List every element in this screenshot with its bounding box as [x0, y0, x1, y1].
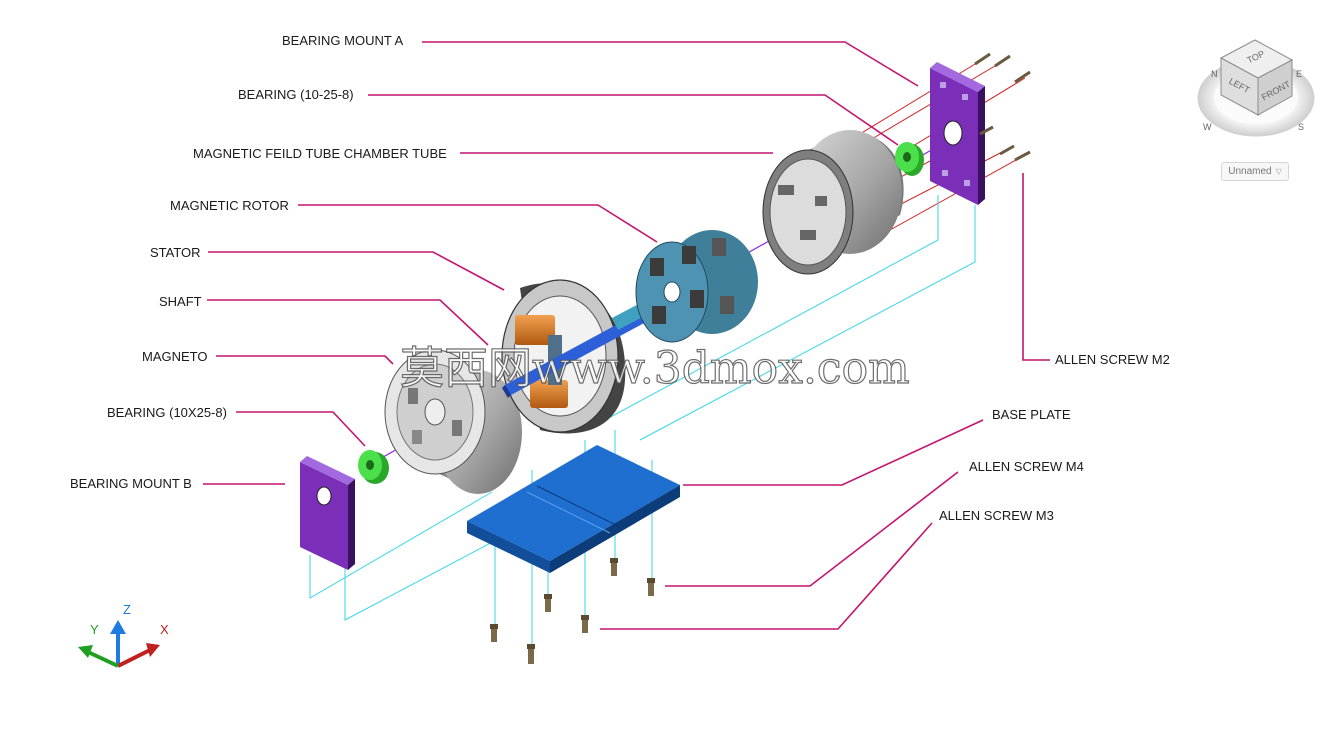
chevron-down-icon: ▽: [1275, 167, 1282, 176]
part-labels: BEARING MOUNT A BEARING (10-25-8) MAGNET…: [70, 33, 1170, 523]
viewcube[interactable]: TOP LEFT FRONT N E S W: [1197, 39, 1315, 137]
ucs-x-label: X: [160, 622, 169, 637]
viewcube-front-face[interactable]: [1257, 59, 1293, 116]
magnetic-rotor[interactable]: [635, 230, 758, 343]
leader-lines: [203, 41, 1050, 630]
ucs-z-label: Z: [123, 602, 131, 617]
label-shaft: SHAFT: [159, 294, 202, 309]
magneto[interactable]: [384, 349, 522, 494]
compass-e[interactable]: E: [1296, 69, 1302, 79]
bearing-upper[interactable]: [895, 142, 924, 176]
ucs-icon: Z Y X: [78, 602, 169, 668]
chamber-tube[interactable]: [762, 130, 904, 275]
label-allen-screw-m3: ALLEN SCREW M3: [939, 508, 1054, 523]
bearing-lower[interactable]: [358, 450, 389, 484]
base-plate[interactable]: [467, 445, 680, 573]
label-magnetic-rotor: MAGNETIC ROTOR: [170, 198, 289, 213]
allen-screws-bottom[interactable]: [490, 558, 655, 664]
label-allen-screw-m2: ALLEN SCREW M2: [1055, 352, 1170, 367]
label-bearing-upper: BEARING (10-25-8): [238, 87, 354, 102]
label-bearing-lower: BEARING (10X25-8): [107, 405, 227, 420]
bearing-mount-b[interactable]: [300, 456, 355, 570]
allen-screws-m2[interactable]: [974, 52, 1031, 162]
label-bearing-mount-b: BEARING MOUNT B: [70, 476, 192, 491]
view-dropdown[interactable]: Unnamed ▽: [1221, 162, 1289, 181]
label-magneto: MAGNETO: [142, 349, 208, 364]
compass-s[interactable]: S: [1298, 122, 1304, 132]
compass-w[interactable]: W: [1203, 122, 1212, 132]
label-stator: STATOR: [150, 245, 201, 260]
label-base-plate: BASE PLATE: [992, 407, 1071, 422]
label-bearing-mount-a: BEARING MOUNT A: [282, 33, 403, 48]
view-dropdown-label: Unnamed: [1228, 166, 1272, 177]
watermark: 莫西网www.3dmox.com: [400, 343, 910, 394]
bearing-mount-a[interactable]: [930, 62, 985, 205]
ucs-y-label: Y: [90, 622, 99, 637]
label-allen-screw-m4: ALLEN SCREW M4: [969, 459, 1084, 474]
compass-n[interactable]: N: [1211, 69, 1218, 79]
label-chamber-tube: MAGNETIC FEILD TUBE CHAMBER TUBE: [193, 146, 447, 161]
